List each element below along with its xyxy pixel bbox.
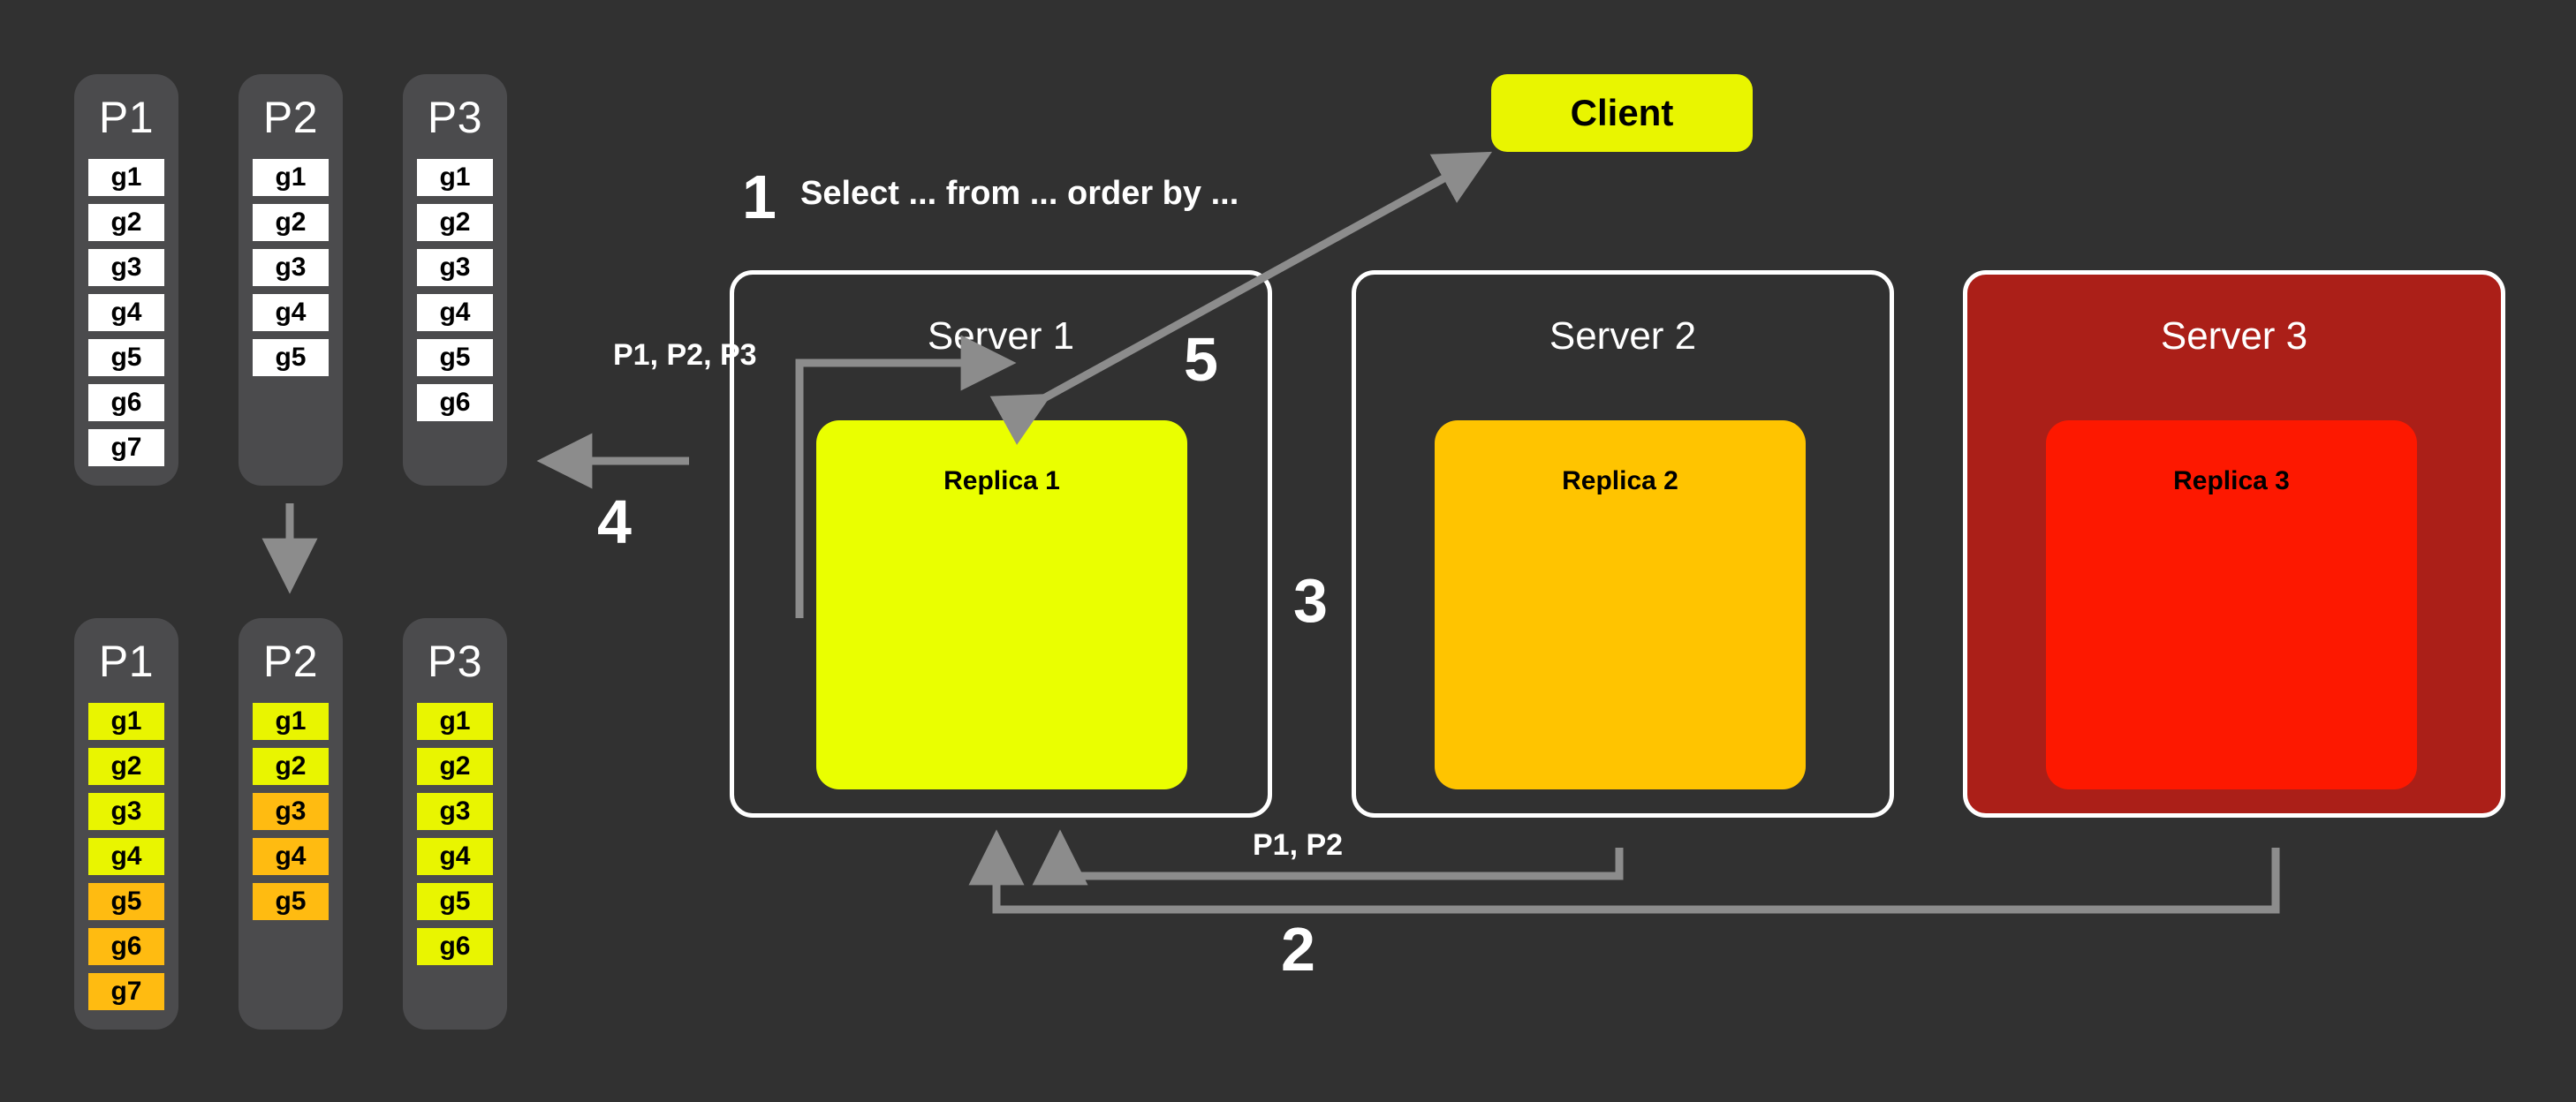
partitions-p1p2-label: P1, P2: [1253, 828, 1344, 862]
partition-cells: g1 g2 g3 g4 g5 g6: [417, 159, 493, 429]
step-number-4: 4: [597, 487, 632, 556]
step-number-1: 1: [742, 162, 777, 231]
partition-cell: g2: [417, 748, 493, 785]
step-number-3: 3: [1293, 566, 1328, 635]
partitions-all-label: P1, P2, P3: [613, 338, 757, 372]
partition-cell: g2: [253, 748, 329, 785]
partition-cell: g5: [253, 883, 329, 920]
partition-cell: g1: [253, 703, 329, 740]
replica-2-box[interactable]: Replica 2: [1435, 420, 1806, 789]
partition-before-p3: P3 g1 g2 g3 g4 g5 g6: [403, 74, 507, 486]
partition-cell: g5: [253, 339, 329, 376]
replica-label: Replica 1: [943, 466, 1060, 495]
partition-before-p2: P2 g1 g2 g3 g4 g5: [239, 74, 343, 486]
partition-cell: g2: [88, 204, 164, 241]
replica-label: Replica 3: [2173, 466, 2290, 495]
partition-cell: g6: [417, 384, 493, 421]
partition-after-p2: P2 g1 g2 g3 g4 g5: [239, 618, 343, 1030]
replica-1-box[interactable]: Replica 1: [816, 420, 1187, 789]
partition-cell: g3: [417, 793, 493, 830]
partition-cells: g1 g2 g3 g4 g5 g6 g7: [88, 159, 164, 474]
replica-label: Replica 2: [1562, 466, 1678, 495]
partition-cell: g7: [88, 429, 164, 466]
client-label: Client: [1570, 92, 1674, 133]
partition-cell: g6: [88, 928, 164, 965]
partition-after-p3: P3 g1 g2 g3 g4 g5 g6: [403, 618, 507, 1030]
partition-before-p1: P1 g1 g2 g3 g4 g5 g6 g7: [74, 74, 178, 486]
partition-cell: g3: [88, 249, 164, 286]
server-2-box[interactable]: Server 2: [1352, 270, 1894, 818]
partition-title: P2: [262, 93, 319, 142]
partition-cell: g1: [253, 159, 329, 196]
partition-cell: g6: [417, 928, 493, 965]
partition-cell: g1: [88, 159, 164, 196]
client-box[interactable]: Client: [1491, 74, 1753, 152]
partition-cell: g2: [88, 748, 164, 785]
partition-cell: g4: [88, 838, 164, 875]
partition-cell: g5: [88, 883, 164, 920]
partition-cell: g2: [253, 204, 329, 241]
partition-cell: g3: [417, 249, 493, 286]
partition-cell: g5: [88, 339, 164, 376]
partition-cell: g4: [417, 838, 493, 875]
partition-cells: g1 g2 g3 g4 g5 g6: [417, 703, 493, 973]
partition-cell: g2: [417, 204, 493, 241]
partition-cell: g5: [417, 339, 493, 376]
partition-title: P2: [262, 637, 319, 686]
partition-after-p1: P1 g1 g2 g3 g4 g5 g6 g7: [74, 618, 178, 1030]
partition-cell: g4: [253, 294, 329, 331]
replica-3-box[interactable]: Replica 3: [2046, 420, 2417, 789]
partition-cell: g7: [88, 973, 164, 1010]
partition-title: P1: [98, 637, 155, 686]
partition-cells: g1 g2 g3 g4 g5: [253, 159, 329, 384]
step-number-5: 5: [1184, 325, 1218, 394]
server3-to-server1-arrow: [968, 829, 2280, 914]
query-label: Select ... from ... order by ...: [800, 175, 1239, 212]
partition-cell: g3: [253, 793, 329, 830]
server-title: Server 2: [1549, 314, 1697, 358]
partition-title: P3: [427, 637, 483, 686]
partition-cell: g5: [417, 883, 493, 920]
partition-cell: g1: [417, 703, 493, 740]
partition-title: P3: [427, 93, 483, 142]
partition-cell: g6: [88, 384, 164, 421]
step-number-2: 2: [1281, 915, 1315, 984]
partition-title: P1: [98, 93, 155, 142]
partition-cells: g1 g2 g3 g4 g5: [253, 703, 329, 928]
partition-cells: g1 g2 g3 g4 g5 g6 g7: [88, 703, 164, 1018]
partition-cell: g4: [88, 294, 164, 331]
partition-cell: g3: [253, 249, 329, 286]
partition-cell: g1: [88, 703, 164, 740]
partition-cell: g4: [253, 838, 329, 875]
partition-cell: g1: [417, 159, 493, 196]
partition-cell: g3: [88, 793, 164, 830]
partition-cell: g4: [417, 294, 493, 331]
server-title: Server 3: [2160, 314, 2308, 358]
